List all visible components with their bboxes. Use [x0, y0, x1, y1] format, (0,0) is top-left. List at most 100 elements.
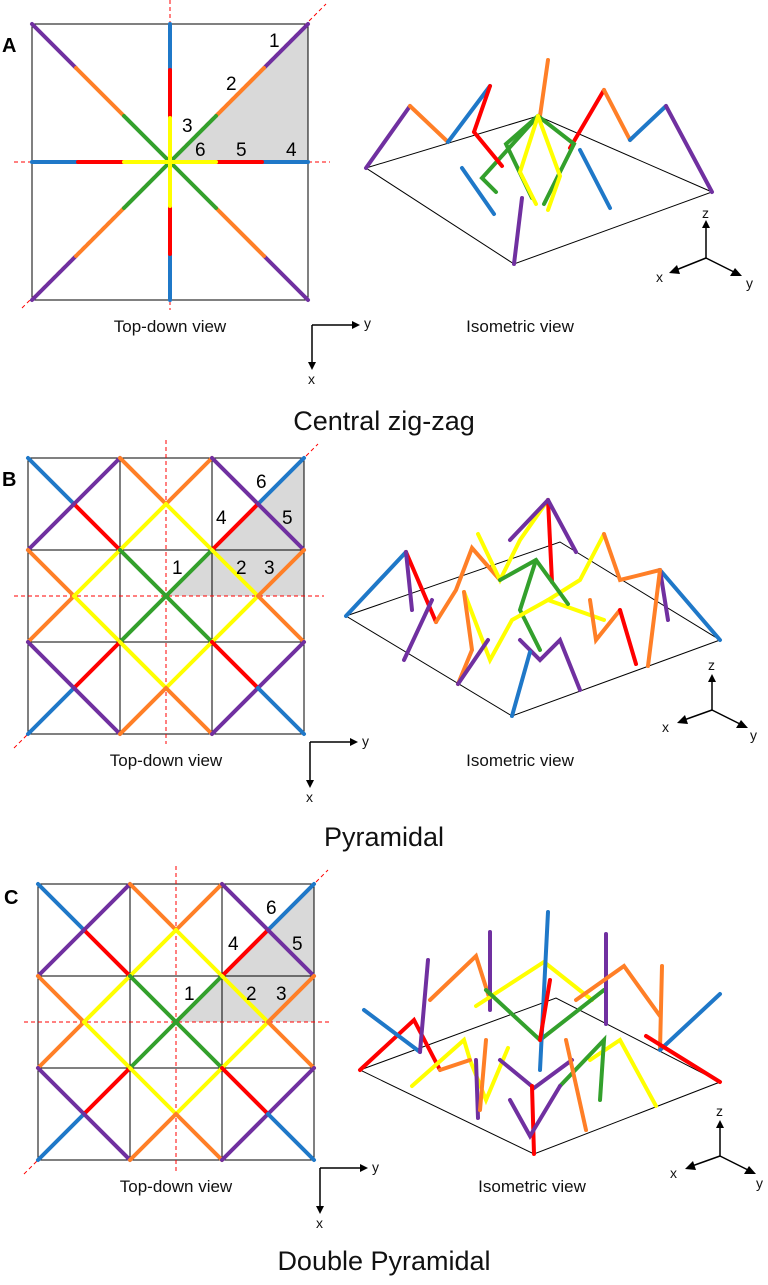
b-iso-strut — [508, 498, 550, 542]
b-strut — [164, 502, 214, 552]
a-iso-x-arrow — [675, 257, 707, 271]
a-iso-z-head — [702, 220, 710, 228]
panel-b-top-axes: y x — [306, 733, 369, 805]
b-strut — [210, 640, 260, 690]
panel-b-number-6: 6 — [256, 472, 267, 493]
a-iso-strut — [628, 104, 668, 142]
b-strut — [164, 456, 214, 506]
b-strut — [118, 502, 168, 552]
a-strut — [214, 206, 266, 258]
panel-b: B — [2, 440, 757, 852]
panel-a: A — [2, 0, 753, 436]
b-strut — [118, 594, 168, 644]
c-iso-x-head — [685, 1161, 696, 1170]
c-strut — [220, 1112, 270, 1162]
b-iso-strut — [543, 532, 606, 622]
b-strut — [256, 686, 306, 736]
c-strut — [174, 1020, 224, 1070]
b-iso-strut — [518, 636, 582, 692]
b-strut — [118, 640, 168, 690]
a-iso-strut — [472, 84, 492, 134]
c-iso-y-head — [744, 1166, 756, 1174]
c-strut — [174, 1066, 224, 1116]
c-axis-x-head — [316, 1206, 324, 1214]
panel-c-top-axes: y x — [316, 1159, 379, 1231]
b-iso-strut — [658, 568, 670, 622]
a-iso-strut — [512, 196, 524, 266]
c-iso-strut — [538, 910, 550, 1072]
a-axis-y-head — [352, 321, 360, 329]
b-iso-strut — [602, 532, 662, 583]
panel-c-number-4: 4 — [228, 934, 239, 955]
a-strut — [122, 114, 172, 164]
panel-b-top-caption: Top-down view — [110, 751, 223, 770]
c-iso-strut — [644, 1034, 722, 1084]
panel-c-iso-caption: Isometric view — [478, 1177, 586, 1196]
c-axis-x-label: x — [316, 1215, 323, 1231]
c-iso-strut — [478, 1038, 488, 1112]
panel-a-isometric — [364, 58, 714, 266]
b-strut — [210, 456, 260, 506]
b-strut — [26, 502, 76, 552]
panel-c-top-caption: Top-down view — [120, 1177, 233, 1196]
panel-a-number-6: 6 — [195, 140, 206, 161]
a-iso-strut — [536, 114, 563, 212]
b-iso-z-head — [708, 674, 716, 682]
a-strut — [30, 22, 78, 70]
b-iso-x-arrow — [683, 709, 713, 721]
a-iso-x-label: x — [656, 269, 663, 285]
panel-c: C — [4, 866, 763, 1276]
panel-b-isometric — [344, 498, 722, 718]
c-iso-x-arrow — [691, 1155, 721, 1167]
a-strut — [262, 254, 310, 302]
b-iso-strut — [658, 568, 722, 642]
panel-b-number-1: 1 — [172, 558, 183, 579]
b-strut — [72, 640, 122, 690]
a-strut — [74, 66, 126, 118]
panel-b-number-2: 2 — [236, 558, 247, 579]
c-iso-strut — [410, 1036, 472, 1088]
c-iso-strut — [508, 1084, 562, 1140]
c-iso-strut — [428, 952, 492, 1002]
a-iso-x-head — [669, 265, 680, 274]
b-axis-x-label: x — [306, 789, 313, 805]
a-iso-base — [364, 115, 714, 265]
panel-b-iso-axes: z x y — [662, 657, 757, 743]
a-iso-strut — [538, 58, 550, 118]
a-iso-strut — [536, 114, 577, 206]
a-axis-y-label: y — [364, 315, 371, 331]
c-iso-x-label: x — [670, 1165, 677, 1181]
b-strut — [72, 594, 122, 644]
a-iso-strut — [602, 88, 632, 142]
panel-b-number-3: 3 — [264, 558, 275, 579]
panel-a-iso-axes: z x y — [656, 205, 753, 291]
c-strut — [220, 882, 270, 932]
b-iso-x-head — [677, 715, 688, 724]
panel-b-iso-caption: Isometric view — [466, 751, 574, 770]
c-strut — [174, 882, 224, 932]
c-strut — [128, 1112, 178, 1162]
c-strut — [82, 882, 132, 932]
c-strut — [266, 1020, 316, 1070]
b-strut — [26, 594, 76, 644]
c-strut — [82, 974, 132, 1024]
c-iso-strut — [574, 963, 662, 1018]
b-strut — [256, 456, 306, 506]
a-iso-z-label: z — [702, 205, 709, 221]
c-iso-strut — [658, 964, 664, 1052]
c-strut — [36, 928, 86, 978]
b-iso-strut — [546, 498, 578, 554]
b-iso-y-head — [736, 720, 748, 728]
c-strut — [266, 1066, 316, 1116]
a-iso-strut — [472, 130, 504, 168]
c-iso-strut — [658, 992, 722, 1052]
a-iso-strut — [364, 104, 412, 170]
c-strut — [36, 882, 86, 932]
b-strut — [210, 548, 260, 598]
c-iso-y-label: y — [756, 1175, 763, 1191]
b-axis-y-label: y — [362, 733, 369, 749]
a-strut — [30, 254, 78, 302]
c-strut — [36, 974, 86, 1024]
b-strut — [26, 456, 76, 506]
